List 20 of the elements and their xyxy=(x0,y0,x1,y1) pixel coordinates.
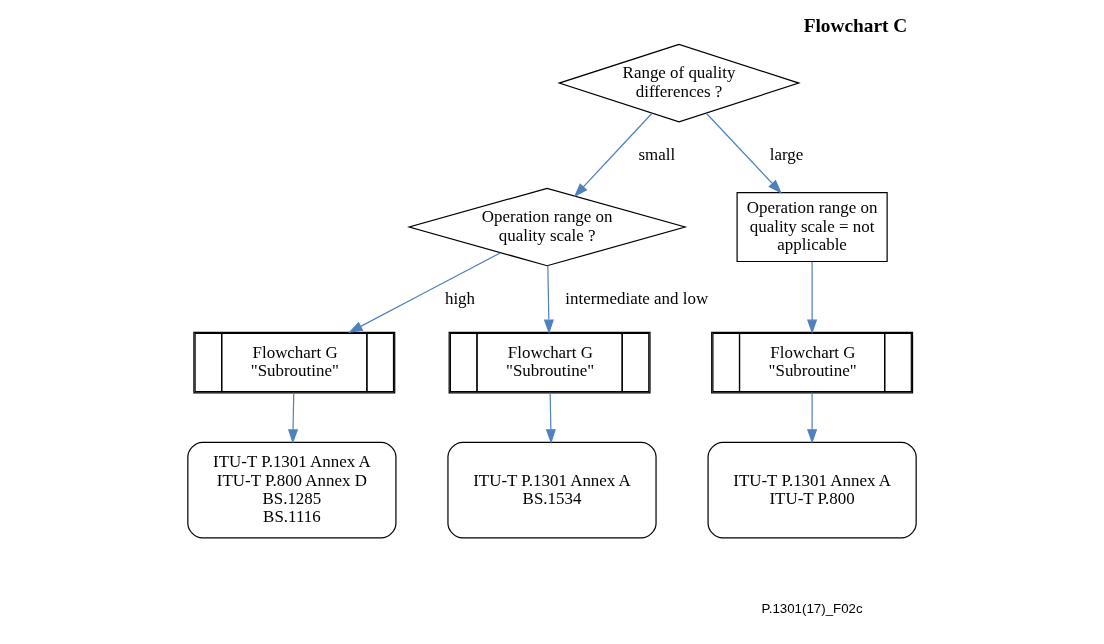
node-box: ITU-T P.1301 Annex A ITU-T P.800 Annex D BS.1285 BS.1116 xyxy=(187,441,397,539)
arrow xyxy=(545,392,556,444)
arrow xyxy=(287,392,299,444)
arrow xyxy=(807,392,818,444)
arrow xyxy=(348,252,501,333)
arrow xyxy=(807,261,818,335)
node-box: Operation range on quality scale = not applicable xyxy=(736,191,888,263)
arrow xyxy=(543,265,554,335)
arrow xyxy=(705,112,782,194)
edge-label: large xyxy=(769,145,804,165)
node-diamond: Range of quality differences ? xyxy=(557,43,801,123)
arrow xyxy=(573,112,653,198)
node-diamond: Operation range on quality scale ? xyxy=(407,187,688,267)
edge-label: high xyxy=(444,289,476,309)
node-box: ITU-T P.1301 Annex A ITU-T P.800 xyxy=(707,441,917,539)
diagram-title: Flowchart C xyxy=(803,15,908,36)
label: P.1301(17)_F02c xyxy=(761,600,863,616)
edge-label: small xyxy=(638,145,676,165)
node-box: ITU-T P.1301 Annex A BS.1534 xyxy=(447,441,657,539)
edge-label: intermediate and low xyxy=(565,289,709,309)
